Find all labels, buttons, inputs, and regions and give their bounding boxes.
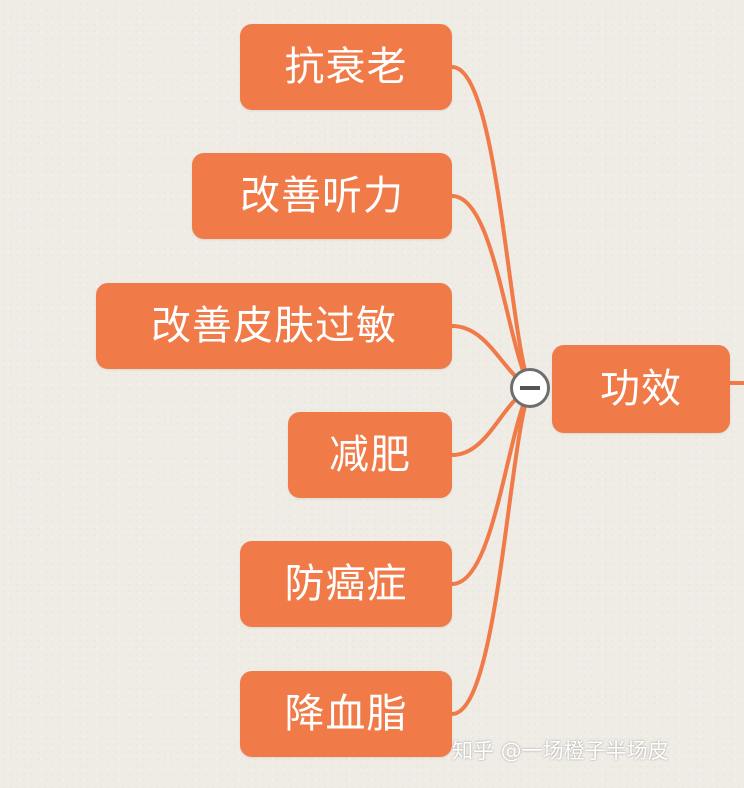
connector-line bbox=[450, 386, 532, 586]
child-node-anti-aging[interactable]: 抗衰老 bbox=[240, 24, 452, 110]
child-node-lower-blood-lipids[interactable]: 降血脂 bbox=[240, 671, 452, 757]
child-node-improve-skin-allergy[interactable]: 改善皮肤过敏 bbox=[96, 283, 452, 369]
watermark: 知乎 @一场橙子半场皮 bbox=[452, 739, 669, 763]
collapse-toggle-icon[interactable] bbox=[510, 368, 550, 408]
connector-line bbox=[450, 65, 532, 390]
minus-icon bbox=[520, 386, 540, 390]
root-node-efficacy[interactable]: 功效 bbox=[552, 345, 730, 433]
child-node-cancer-prevention[interactable]: 防癌症 bbox=[240, 541, 452, 627]
child-node-weight-loss[interactable]: 减肥 bbox=[288, 412, 452, 498]
child-node-improve-hearing[interactable]: 改善听力 bbox=[192, 153, 452, 239]
connector-line bbox=[450, 386, 532, 716]
connector-line bbox=[450, 194, 532, 390]
